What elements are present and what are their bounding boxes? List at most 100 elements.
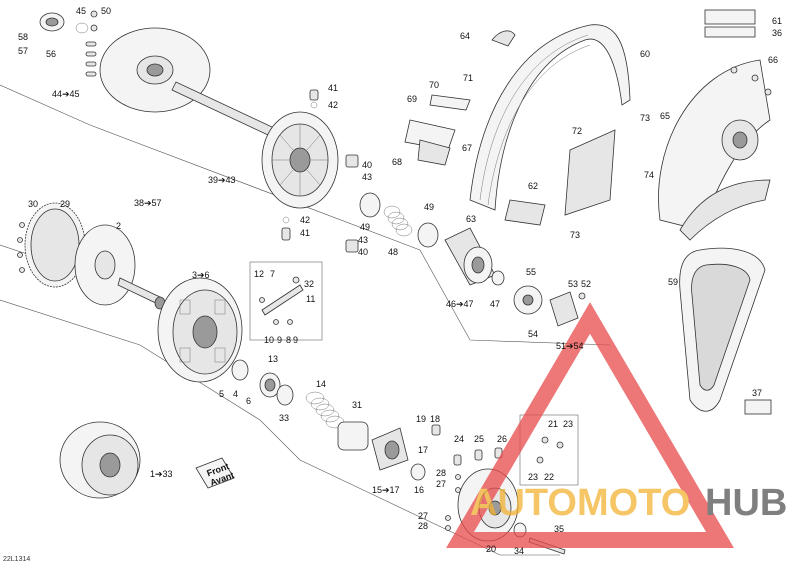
callout: 31 [352,400,362,410]
callout: 74 [644,170,654,180]
callout: 12 [254,269,264,279]
callout: 29 [60,199,70,209]
callout: 58 [18,32,28,42]
callout: 4 [233,389,238,399]
watermark-text-part1: AUTOMOTO [470,482,690,524]
callout: 17 [418,445,428,455]
callout: 53 [568,279,578,289]
plate-74 [564,129,616,216]
callout: 32 [304,279,314,289]
spring-14 [305,391,345,429]
callout: 22 [544,472,554,482]
callout: 11 [306,294,315,304]
callout: 10 [264,335,274,345]
callout: 52 [581,279,591,289]
callout: 64 [460,31,470,41]
callout: 54 [528,329,538,339]
callout: 70 [429,80,439,90]
callout: 42 [300,215,310,225]
callout: 34 [514,546,524,556]
diagram-code: 22L1314 [3,556,30,563]
bracket-62 [504,199,546,226]
callout: 46➔47 [446,299,474,309]
callout: 21 [548,419,558,429]
callout: 43 [358,235,368,245]
drive-belt-group [679,247,772,415]
middle-parts-group [359,192,586,327]
callout: 72 [572,126,582,136]
callout: 16 [414,485,424,495]
callout: 14 [316,379,326,389]
callout: 28 [418,521,428,531]
callout: 60 [640,49,650,59]
callout: 37 [752,388,762,398]
callout: 6 [246,396,251,406]
clip-64 [491,30,516,47]
callout: 9 [277,335,282,345]
watermark-text-part2: HUB [705,482,787,524]
callout: 65 [660,111,670,121]
callout: 49 [424,202,434,212]
callout: 36 [772,28,782,38]
callout: 28 [436,468,446,478]
callout: 1➔33 [150,469,173,479]
callout: 23 [563,419,573,429]
callout: 68 [392,157,402,167]
callout: 19 [416,414,426,424]
callout: 39➔43 [208,175,236,185]
callout: 26 [497,434,507,444]
callout: 59 [668,277,678,287]
callout: 35 [554,524,564,534]
callout: 13 [268,354,278,364]
callout: 49 [360,222,370,232]
callout: 7 [270,269,275,279]
drive-belt-59 [679,247,766,412]
callout: 8 [286,335,291,345]
guard-65 [658,59,771,231]
bracket-70 [429,94,471,111]
callout: 62 [528,181,538,191]
callout: 63 [466,214,476,224]
group-leader-lines [0,84,611,556]
callout: 33 [279,413,289,423]
callout: 56 [46,49,56,59]
callout: 23 [528,472,538,482]
callout: 73 [570,230,580,240]
front-arrow-box [195,457,235,489]
callout: 67 [462,143,472,153]
callout: 41 [300,228,310,238]
callout: 3➔6 [192,270,210,280]
watermark-triangle [446,302,734,548]
callout: 55 [526,267,536,277]
sleeve-31 [337,421,369,451]
callout: 57 [18,46,28,56]
secondary-pulley-group [39,10,359,253]
callout: 30 [28,199,38,209]
detail-box-7-12 [249,261,323,341]
callout: 15➔17 [372,485,400,495]
callout: 48 [388,247,398,257]
callout: 18 [430,414,440,424]
callout: 25 [474,434,484,444]
callout: 40 [362,160,372,170]
callout: 27 [436,479,446,489]
callout: 51➔54 [556,341,584,351]
callout: 73 [640,113,650,123]
callout: 38➔57 [134,198,162,208]
guard-group [404,9,772,241]
decal-36 [704,26,756,38]
callout: 69 [407,94,417,104]
callout: 27 [418,511,428,521]
callout: 5 [219,389,224,399]
callout: 47 [490,299,500,309]
callout-labels: 45 50 58 57 56 44➔45 41 42 39➔43 40 43 3… [18,6,782,556]
callout: 71 [463,73,473,83]
spring-48 [383,205,413,237]
callout: 20 [486,544,496,554]
callout: 40 [358,247,368,257]
callout: 66 [768,55,778,65]
belt-decal-37 [744,399,772,415]
callout: 41 [328,83,338,93]
callout: 9 [293,335,298,345]
